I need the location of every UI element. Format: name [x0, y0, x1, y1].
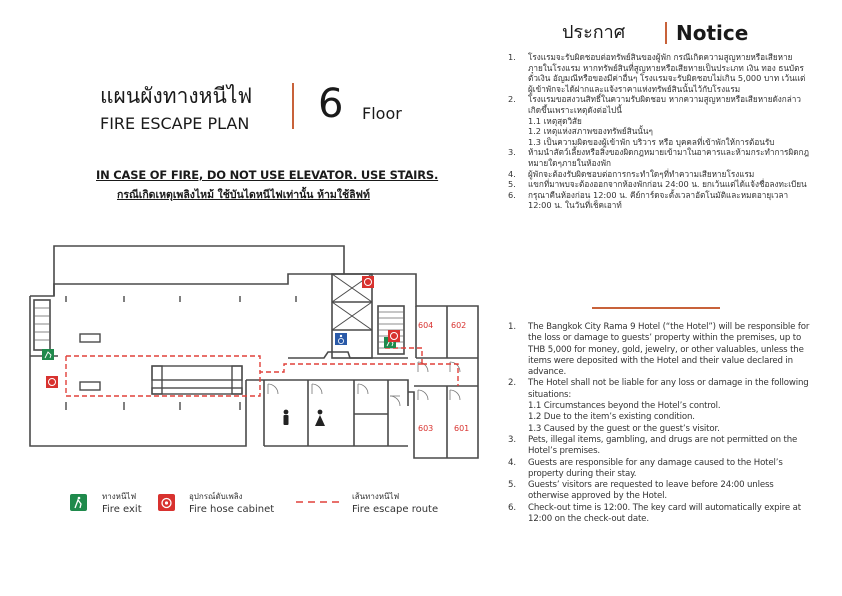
list-item: 5.Guests’ visitors are requested to leav…: [508, 480, 774, 502]
plan-title-english: FIRE ESCAPE PLAN: [100, 114, 250, 133]
room-label: 604: [418, 321, 433, 330]
title-divider: [292, 83, 294, 129]
notice-title-english: Notice: [676, 21, 749, 45]
list-item: 6.กรุณาคืนห้องก่อน 12:00 น. คีย์การ์ดจะต…: [508, 189, 789, 211]
list-item: 3.Pets, illegal items, gambling, and dru…: [508, 434, 798, 457]
list-item: 4.Guests are responsible for any damage …: [508, 457, 783, 479]
list-item: 5.แขกที่มาพบจะต้องออกจากห้องพักก่อน 24:0…: [508, 179, 807, 190]
sub-item: 1.1 เหตุสุดวิสัย: [528, 115, 582, 126]
fire-hose-icon: [388, 330, 400, 342]
sub-list: 1.1 เหตุสุดวิสัย 1.2 เหตุแห่งสภาพของทรัพ…: [528, 116, 810, 148]
notice-list-thai: 1.โรงแรมจะรับผิดชอบต่อทรัพย์สินของผู้พัก…: [508, 52, 810, 211]
legend-label-english: Fire escape route: [352, 504, 439, 515]
sub-item: 1.3 เป็นความผิดของผู้เข้าพัก บริวาร หรือ…: [528, 136, 775, 147]
sub-item: 1.2 เหตุแห่งสภาพของทรัพย์สินนั้นๆ: [528, 126, 653, 137]
section-divider: [592, 307, 720, 309]
floor-label: Floor: [362, 104, 402, 123]
floor-number: 6: [318, 81, 344, 127]
sub-item: 1.2 Due to the item’s existing condition…: [528, 412, 695, 423]
fire-hose-icon: [46, 376, 58, 388]
room-label: 603: [418, 424, 433, 433]
sub-item: 1.3 Caused by the guest or the guest’s v…: [528, 423, 720, 434]
warning-english: IN CASE OF FIRE, DO NOT USE ELEVATOR. US…: [96, 168, 439, 182]
plan-title-thai: แผนผังทางหนีไฟ: [100, 84, 253, 108]
notice-title: ประกาศ Notice: [562, 18, 782, 48]
list-item: 4.ผู้พักจะต้องรับผิดชอบต่อการกระทำใดๆที่…: [508, 168, 755, 179]
legend-label-english: Fire exit: [102, 504, 142, 515]
floor-plan: 604 602 603 601: [29, 245, 479, 459]
legend-label-thai: เส้นทางหนีไฟ: [352, 492, 400, 501]
notice-divider: [665, 22, 667, 44]
list-item: 1.The Bangkok City Rama 9 Hotel (“the Ho…: [508, 322, 810, 378]
route-line-sample: [296, 501, 344, 503]
notice-list-english: 1.The Bangkok City Rama 9 Hotel (“the Ho…: [508, 322, 810, 525]
wheelchair-icon: [335, 333, 347, 345]
list-item: 2.The Hotel shall not be liable for any …: [508, 378, 810, 435]
person-icon: [315, 409, 325, 426]
list-item: 3.ห้ามนำสัตว์เลี้ยงหรือสิ่งของผิดกฎหมายเ…: [508, 147, 810, 168]
legend-label-thai: ทางหนีไฟ: [102, 492, 137, 501]
notice-title-thai: ประกาศ: [562, 22, 626, 43]
fire-exit-icon: [70, 494, 87, 511]
legend-label-thai: อุปกรณ์ดับเพลิง: [189, 492, 243, 501]
fire-exit-icon: [42, 349, 54, 360]
person-icon: [283, 409, 289, 425]
warning-thai: กรณีเกิดเหตุเพลิงไหม้ ใช้บันไดหนีไฟเท่าน…: [117, 189, 370, 201]
legend-label-english: Fire hose cabinet: [189, 504, 275, 515]
list-item: 6.Check-out time is 12:00. The key card …: [508, 502, 801, 525]
list-item: 2.โรงแรมขอสงวนสิทธิ์ในความรับผิดชอบ หากค…: [508, 94, 810, 147]
list-item: 1.โรงแรมจะรับผิดชอบต่อทรัพย์สินของผู้พัก…: [508, 52, 806, 94]
plan-title: แผนผังทางหนีไฟ FIRE ESCAPE PLAN 6 Floor: [100, 78, 430, 138]
room-label: 601: [454, 424, 469, 433]
fire-hose-icon: [158, 494, 175, 511]
sub-list: 1.1 Circumstances beyond the Hotel’s con…: [528, 401, 810, 435]
room-label: 602: [451, 321, 466, 330]
fire-hose-icon: [362, 276, 374, 288]
sub-item: 1.1 Circumstances beyond the Hotel’s con…: [528, 401, 721, 412]
